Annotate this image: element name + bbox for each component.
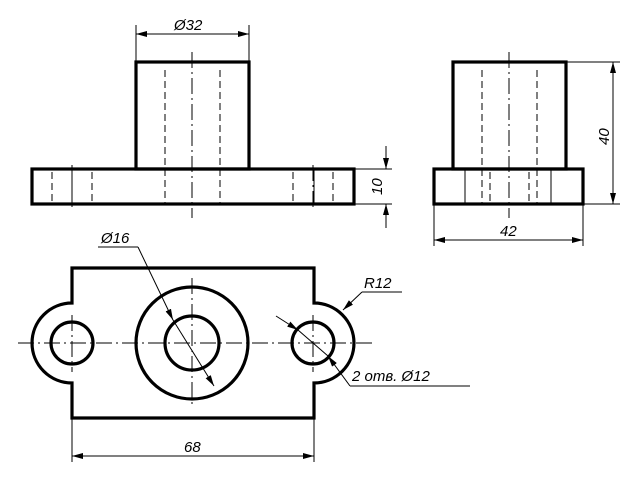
top-view: [18, 266, 372, 420]
dimension-side-height: 40: [566, 61, 620, 205]
dimension-top-diameter: Ø32: [135, 17, 250, 62]
dimension-label-bore-diameter: Ø16: [100, 230, 130, 247]
dimension-label-side-width: 42: [500, 223, 517, 240]
dimension-lug-radius: R12: [342, 275, 402, 311]
dimension-plan-length: 68: [71, 418, 315, 462]
dimension-side-width: 42: [433, 204, 584, 246]
dimension-label-lug-radius: R12: [364, 275, 392, 292]
dimension-base-height: 10: [354, 146, 392, 228]
dimension-bore-diameter: Ø16: [98, 230, 215, 387]
dimension-label-plan-length: 68: [184, 439, 201, 456]
dimension-label-side-height: 40: [596, 128, 613, 145]
dimension-label-top-diameter: Ø32: [173, 17, 203, 34]
dimension-label-holes-note: 2 отв. Ø12: [351, 368, 431, 385]
dimension-holes-note: 2 отв. Ø12: [275, 315, 470, 387]
dimension-label-base-height: 10: [369, 178, 386, 195]
side-view: [432, 52, 585, 218]
front-view: [30, 52, 356, 218]
